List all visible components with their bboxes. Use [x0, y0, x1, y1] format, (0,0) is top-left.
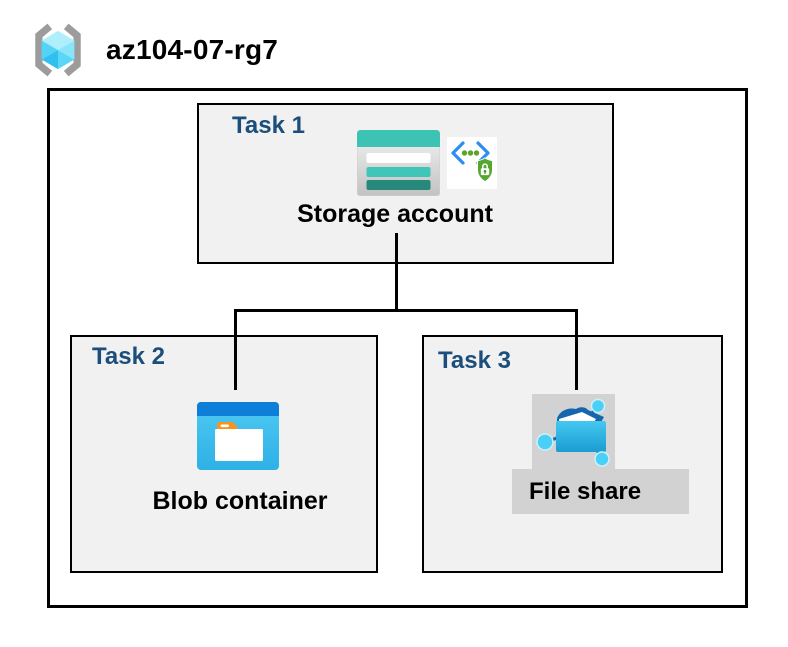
connector-storage-stem — [395, 233, 398, 311]
sas-lock-icon — [447, 137, 497, 189]
resource-group-header: az104-07-rg7 — [28, 18, 278, 82]
task3-title: Task 3 — [438, 347, 511, 374]
file-share-label: File share — [529, 477, 642, 505]
file-share-label-highlight: File share — [512, 469, 689, 514]
resource-group-name: az104-07-rg7 — [106, 34, 279, 65]
storage-account-label: Storage account — [297, 200, 493, 228]
connector-horizontal — [234, 309, 578, 312]
connector-to-blob-container — [234, 309, 237, 390]
task1-box: Task 1 — [197, 103, 614, 264]
task2-title: Task 2 — [92, 343, 165, 370]
connector-to-file-share — [575, 309, 578, 390]
blob-container-label: Blob container — [152, 487, 328, 515]
storage-account-icon — [357, 130, 440, 196]
file-share-icon — [532, 394, 615, 470]
task2-box: Task 2 Blob container — [70, 335, 378, 573]
resource-group-icon — [28, 19, 88, 81]
blob-container-icon — [197, 402, 279, 470]
task1-title: Task 1 — [232, 112, 305, 139]
task3-box: Task 3 File share — [422, 335, 723, 573]
